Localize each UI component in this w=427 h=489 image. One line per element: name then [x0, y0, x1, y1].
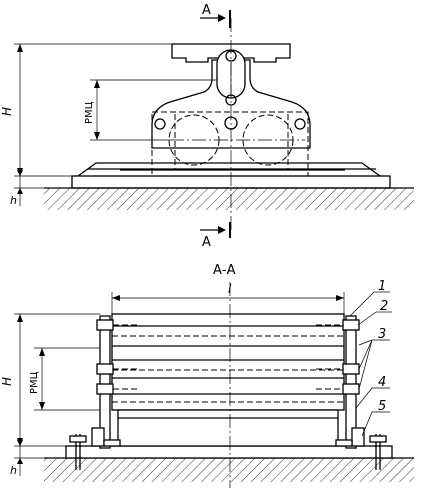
section-marker-bottom: A	[200, 222, 231, 250]
dim-rmc-section: РМЦ	[29, 347, 100, 411]
section-view: А-А	[0, 263, 414, 488]
foundation-section	[44, 457, 414, 482]
dim-h-top: h	[10, 170, 44, 207]
dim-h-top-label: h	[10, 194, 17, 207]
dim-h-section: h	[10, 440, 44, 477]
foundation-top	[44, 187, 414, 210]
roll-stack	[111, 313, 345, 447]
side-frames	[69, 315, 387, 470]
dim-rmc-section-label: РМЦ	[29, 371, 40, 394]
callouts: 1 2 3 4 5	[349, 279, 392, 437]
callout-2: 2	[380, 299, 388, 314]
dim-rmc-top: РМЦ	[84, 79, 217, 141]
section-marker-top: A	[200, 3, 231, 28]
section-title: А-А	[213, 263, 236, 278]
dim-h-section-label: h	[10, 464, 17, 477]
section-marker-bottom-label: A	[202, 235, 211, 250]
dim-length-label: l	[228, 282, 232, 296]
callout-4: 4	[378, 375, 386, 390]
callout-3: 3	[378, 327, 386, 342]
section-marker-top-label: A	[202, 3, 211, 18]
callout-5: 5	[378, 399, 386, 414]
dim-length: l	[111, 282, 345, 314]
dim-height-section-label: H	[0, 377, 14, 386]
dim-rmc-top-label: РМЦ	[84, 101, 95, 124]
top-view: A	[0, 3, 414, 250]
dim-height-section: H	[0, 313, 100, 447]
callout-1: 1	[378, 279, 386, 294]
dim-height-top-label: H	[0, 107, 14, 116]
